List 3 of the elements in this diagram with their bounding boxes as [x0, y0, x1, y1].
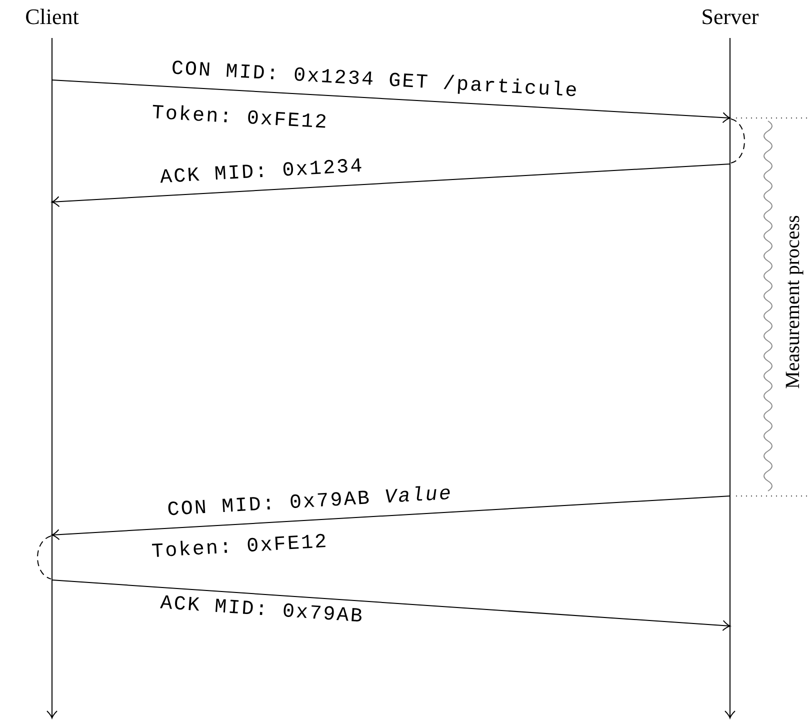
participant-name: Client: [24, 4, 80, 30]
bracket-label: Measurement process: [782, 215, 804, 389]
participant-name: Server: [700, 4, 760, 30]
